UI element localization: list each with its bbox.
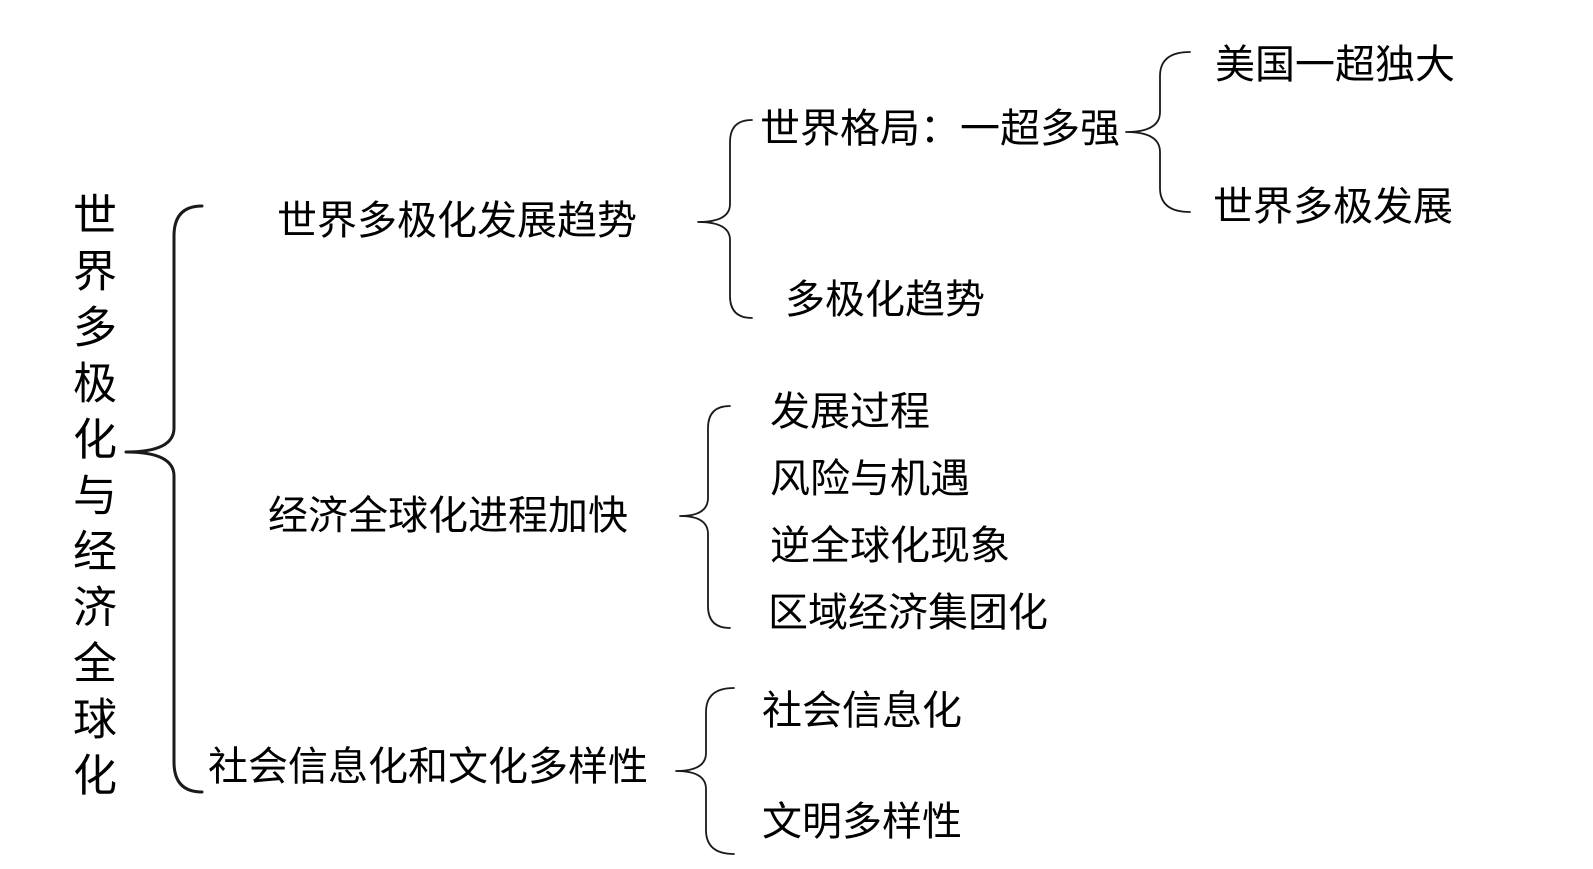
leaf-multipolarization-trend-label: 多极化趋势: [785, 278, 985, 322]
branch3-brace: [675, 687, 735, 855]
leaf-risks-and-opportunities-label: 风险与机遇: [770, 457, 970, 501]
node-world-pattern-label: 世界格局：一超多强: [760, 107, 1120, 151]
root-brace: [124, 204, 204, 794]
branch-social-informatization-culture-label: 社会信息化和文化多样性: [208, 745, 648, 789]
leaf-anti-globalization-label: 逆全球化现象: [770, 524, 1010, 568]
branch-world-multipolarization-label: 世界多极化发展趋势: [277, 199, 637, 243]
branch-economic-globalization-label: 经济全球化进程加快: [268, 494, 628, 538]
leaf-us-sole-superpower-label: 美国一超独大: [1215, 43, 1455, 87]
leaf-development-process-label: 发展过程: [770, 390, 930, 434]
leaf-social-informatization-label: 社会信息化: [762, 689, 962, 733]
world-pattern-brace: [1125, 51, 1191, 213]
leaf-civilization-diversity-label: 文明多样性: [762, 800, 962, 844]
branch1-brace: [697, 119, 753, 319]
leaf-world-multipolar-development-label: 世界多极发展: [1213, 185, 1453, 229]
root-topic-label: 世界多极化与经济全球化: [66, 192, 115, 808]
leaf-regional-economic-blocs-label: 区域经济集团化: [768, 591, 1048, 635]
branch2-brace: [679, 405, 731, 629]
